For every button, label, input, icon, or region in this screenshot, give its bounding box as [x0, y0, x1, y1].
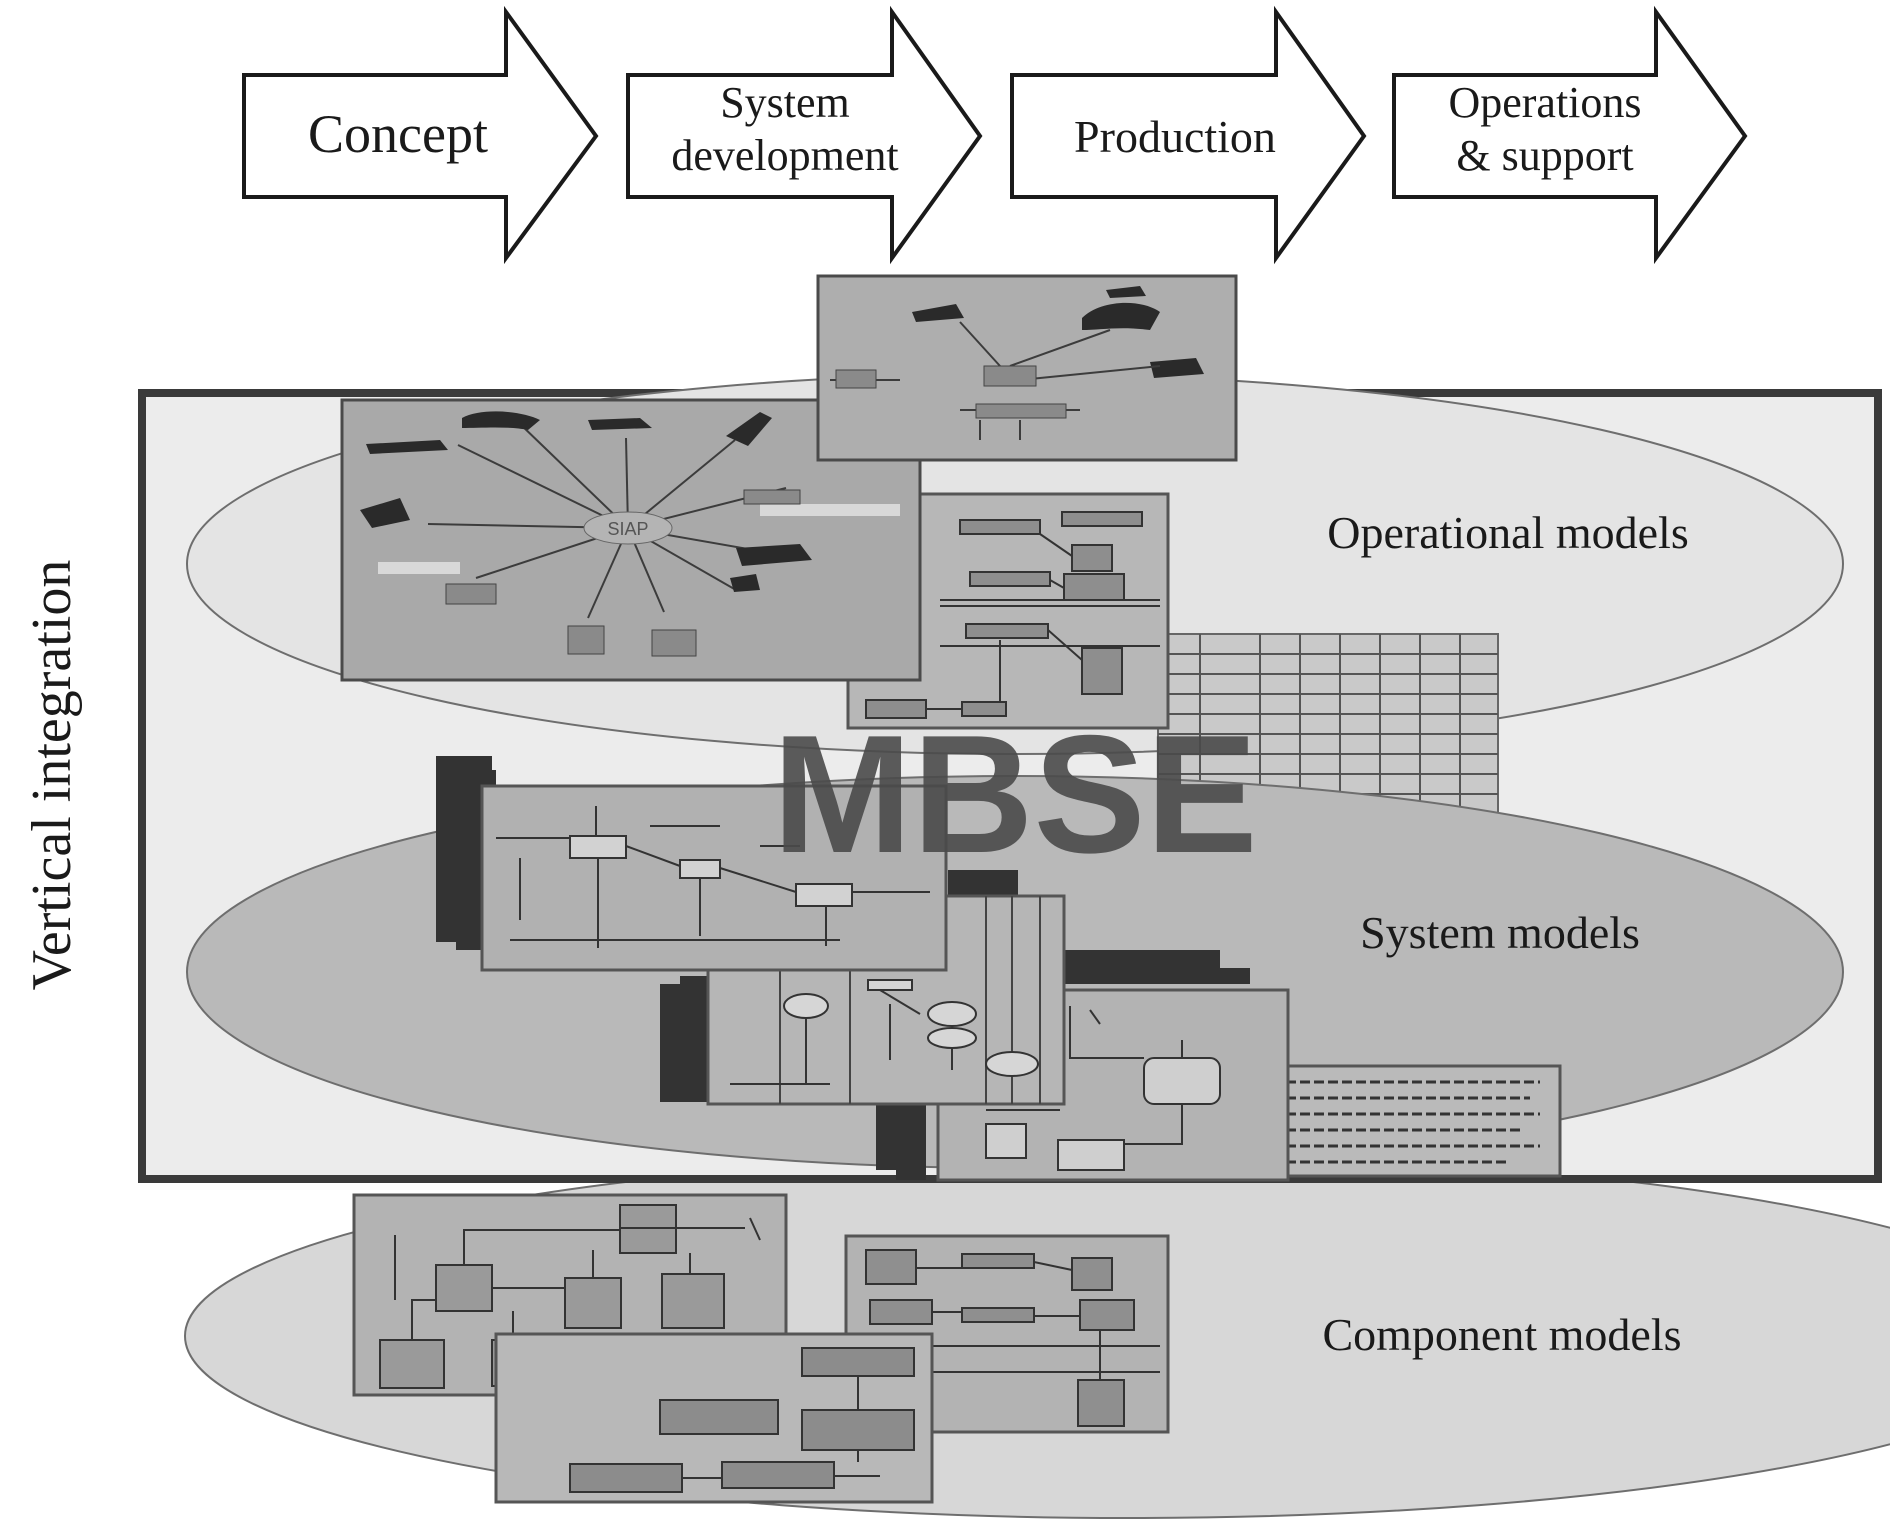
operational-hub-label: SIAP	[607, 519, 648, 539]
system-note-panel	[1268, 1064, 1562, 1178]
component-models-layer: Component models	[184, 1153, 1890, 1519]
component-models-label: Component models	[1322, 1309, 1681, 1360]
phase-label-system-development-line2: development	[671, 131, 898, 180]
component-diagram-panel-c	[494, 1332, 934, 1504]
mbse-framework: SIAP	[138, 274, 1882, 1183]
operational-models-label: Operational models	[1327, 507, 1689, 558]
phase-label-operations-support-line2: & support	[1456, 131, 1633, 180]
operational-hub-panel: SIAP	[340, 398, 922, 682]
mbse-label: MBSE	[772, 700, 1257, 888]
operational-models-layer: SIAP	[186, 274, 1844, 833]
phase-label-production: Production	[1074, 111, 1276, 162]
operational-overview-panel	[816, 274, 1238, 462]
phase-arrow-concept: Concept	[242, 5, 599, 265]
phase-arrow-operations-support: Operations & support	[1392, 5, 1748, 265]
phase-label-system-development-line1: System	[720, 78, 850, 127]
phase-label-concept: Concept	[308, 104, 488, 164]
system-models-layer: System models	[186, 756, 1844, 1182]
phase-label-operations-support-line1: Operations	[1448, 78, 1641, 127]
phase-arrow-production: Production	[1010, 5, 1367, 265]
lifecycle-phases: Concept System development Production Op…	[242, 5, 1748, 265]
vertical-integration-label: Vertical integration	[21, 560, 83, 991]
system-flow-panel	[480, 784, 948, 972]
system-models-label: System models	[1360, 907, 1640, 958]
phase-arrow-system-development: System development	[626, 5, 983, 265]
